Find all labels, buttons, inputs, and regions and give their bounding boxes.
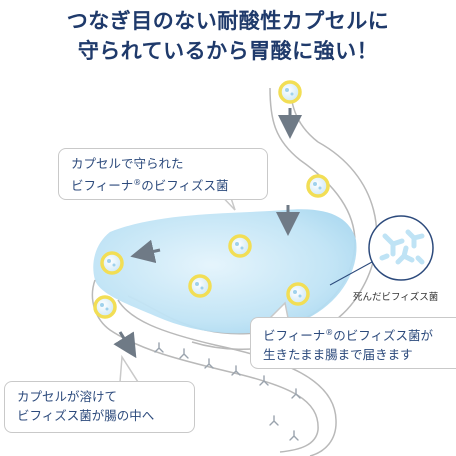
dead-bacteria-icons	[379, 229, 425, 265]
brand-name: ビフィーナ	[263, 328, 326, 344]
released-bacteria	[154, 342, 301, 441]
callout-alive-suffix: のビフィズス菌が	[333, 328, 434, 344]
registered-mark: ®	[133, 178, 142, 187]
arrow-down-intestine	[113, 331, 137, 359]
dead-bacteria-pointer	[329, 261, 373, 286]
headline-line-2: 守られているから胃酸に強い！	[77, 39, 379, 63]
capsule-7	[93, 295, 117, 319]
callout-protected-suffix: のビフィズス菌	[141, 178, 229, 194]
capsule-2	[306, 174, 330, 198]
callout-protected-line-2: ビフィーナ®のビフィズス菌	[71, 173, 255, 195]
capsule-3	[228, 234, 252, 258]
dead-bacteria-circle	[368, 215, 434, 281]
capsule-5	[188, 274, 212, 298]
callout-alive-line-1: ビフィーナ®のビフィズス菌が	[263, 323, 453, 345]
callout-protected-line-1: カプセルで守られた	[71, 156, 184, 171]
intestine-outline	[91, 279, 319, 453]
arrow-left-stomach	[130, 239, 161, 264]
capsule-6	[286, 282, 310, 306]
capsule-4	[100, 251, 124, 275]
callout-dissolve-line-1: カプセルが溶けて	[17, 389, 118, 404]
dead-bacteria-label: 死んだビフィズス菌	[353, 292, 439, 303]
callout-dissolve: カプセルが溶けて ビフィズス菌が腸の中へ	[4, 381, 195, 433]
brand-name: ビフィーナ	[71, 178, 134, 194]
registered-mark: ®	[325, 328, 334, 337]
callout-dissolve-line-2: ビフィズス菌が腸の中へ	[17, 408, 155, 423]
headline-line-1: つなぎ目のない耐酸性カプセルに	[66, 9, 390, 33]
callout-alive-line-2: 生きたまま腸まで届きます	[263, 347, 413, 363]
callout-tail-dissolve	[119, 354, 140, 383]
callout-alive: ビフィーナ®のビフィズス菌が 生きたまま腸まで届きます	[250, 317, 456, 369]
capsule-1	[278, 80, 302, 104]
callout-protected: カプセルで守られた ビフィーナ®のビフィズス菌	[58, 148, 268, 200]
